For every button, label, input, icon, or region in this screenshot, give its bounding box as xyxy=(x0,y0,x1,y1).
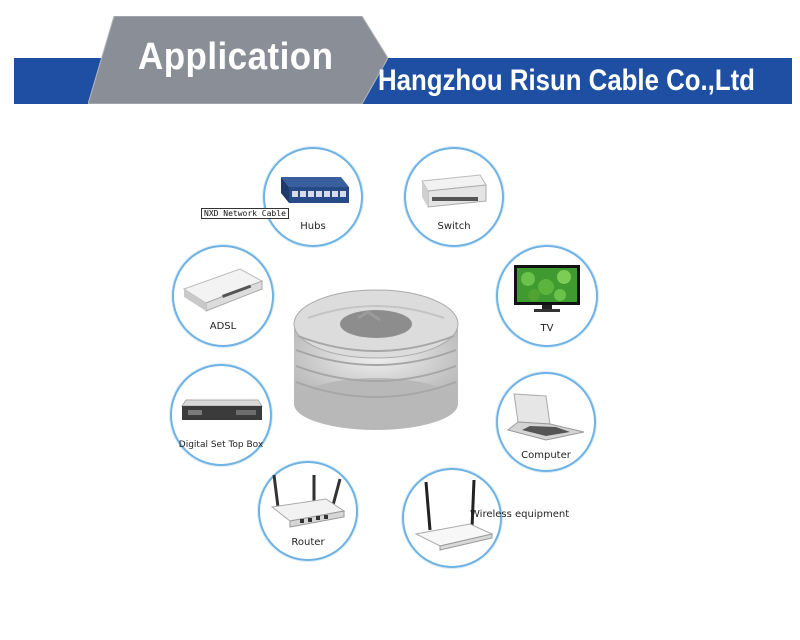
stb-label: Digital Set Top Box xyxy=(178,440,264,450)
tv-node: TV xyxy=(496,245,598,347)
hub-icon xyxy=(281,177,349,203)
router-node: Router xyxy=(258,461,358,561)
banner-tab xyxy=(88,16,388,104)
section-title: Application xyxy=(138,36,334,78)
stb-node: Digital Set Top Box xyxy=(170,364,272,466)
switch-label: Switch xyxy=(437,221,471,232)
product-tag: NXD Network Cable xyxy=(201,208,289,219)
switch-icon xyxy=(421,174,487,208)
router-icon xyxy=(270,474,346,528)
wireless-node xyxy=(402,468,502,568)
wireless-router-icon xyxy=(414,479,494,551)
computer-node: Computer xyxy=(496,372,596,472)
set-top-box-icon xyxy=(181,399,263,420)
header-banner: Application Hangzhou Risun Cable Co.,Ltd xyxy=(0,0,800,120)
cable-coil-icon xyxy=(293,289,459,430)
hubs-label: Hubs xyxy=(300,221,326,232)
tv-icon xyxy=(514,265,580,312)
hubs-node: Hubs xyxy=(263,147,363,247)
computer-label: Computer xyxy=(521,450,571,461)
adsl-label: ADSL xyxy=(209,321,237,332)
router-label: Router xyxy=(291,537,325,548)
tv-label: TV xyxy=(540,323,554,334)
adsl-node: ADSL xyxy=(172,245,274,347)
modem-icon xyxy=(182,268,264,312)
wireless-label: Wireless equipment xyxy=(470,509,570,520)
laptop-icon xyxy=(506,393,585,441)
company-name: Hangzhou Risun Cable Co.,Ltd xyxy=(378,64,755,97)
banner-tab-shape xyxy=(88,16,388,104)
switch-node: Switch xyxy=(404,147,504,247)
